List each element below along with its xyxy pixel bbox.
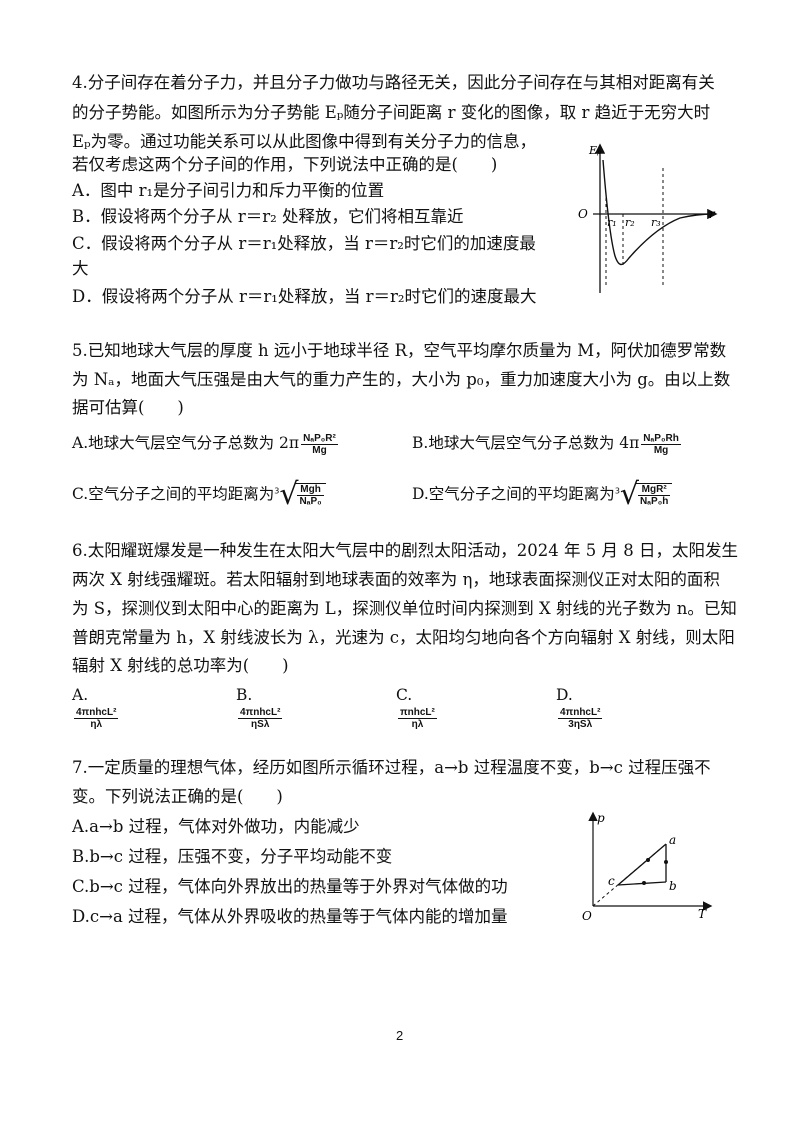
q4-option-a: A．图中 r₁是分子间引力和斥力平衡的位置 [72, 181, 385, 200]
r1-label: r₁ [607, 216, 617, 229]
q4-option-c-cont: 大 [72, 259, 89, 278]
q4-line-4: 若仅考虑这两个分子间的作用，下列说法中正确的是( ) [72, 155, 498, 174]
q6-line-1: 6.太阳耀斑爆发是一种发生在太阳大气层中的剧烈太阳活动，2024 年 5 月 8… [72, 541, 738, 560]
q7-line-2: 变。下列说法正确的是( ) [72, 787, 283, 806]
q4-line-2: 的分子势能。如图所示为分子势能 Eₚ随分子间距离 r 变化的图像，取 r 趋近于… [72, 103, 711, 122]
process-ca [617, 843, 667, 886]
q6-line-5: 辐射 X 射线的总功率为( ) [72, 656, 289, 675]
y-axis-label: Eₚ [588, 144, 602, 157]
o-label: O [582, 909, 592, 923]
q4-option-b: B．假设将两个分子从 r＝r₂ 处释放，它们将相互靠近 [72, 207, 464, 226]
q6-line-4: 普朗克常量为 h，X 射线波长为 λ，光速为 c，太阳均匀地向各个方向辐射 X … [72, 628, 735, 647]
q7-option-c: C.b→c 过程，气体向外界放出的热量等于外界对气体做的功 [72, 877, 508, 896]
c-label: c [608, 874, 615, 888]
r3-label: r₃ [651, 216, 661, 229]
page-number: 2 [396, 1028, 404, 1043]
potential-energy-graph: Eₚ O r r₁ r₂ r₃ [578, 143, 718, 293]
origin-label: O [578, 207, 588, 221]
potential-curve [602, 159, 714, 266]
q4-line-3: Eₚ为零。通过功能关系可以从此图像中得到有关分子力的信息， [72, 132, 537, 151]
q6-line-2: 两次 X 射线强耀斑。若太阳辐射到地球表面的效率为 η，地球表面探测仪正对太阳的… [72, 570, 720, 589]
a-label: a [669, 833, 676, 847]
q7-line-1: 7.一定质量的理想气体，经历如图所示循环过程，a→b 过程温度不变，b→c 过程… [72, 758, 711, 777]
t-label: T [698, 907, 707, 921]
q5-line-3: 据可估算( ) [72, 398, 184, 417]
q7-option-b: B.b→c 过程，压强不变，分子平均动能不变 [72, 847, 393, 866]
q7-option-a: A.a→b 过程，气体对外做功，内能减少 [72, 817, 360, 836]
q4-line-1: 4.分子间存在着分子力，并且分子力做功与路径无关，因此分子间存在与其相对距离有关 [72, 73, 715, 92]
q5-line-1: 5.已知地球大气层的厚度 h 远小于地球半径 R，空气平均摩尔质量为 M，阿伏加… [72, 341, 727, 360]
q4-option-c: C．假设将两个分子从 r＝r₁处释放，当 r＝r₂时它们的加速度最 [72, 234, 536, 253]
r2-label: r₂ [625, 216, 635, 229]
process-bc [617, 881, 667, 886]
pt-cycle-graph: p T O a b c [582, 811, 713, 923]
x-axis-label: r [709, 207, 716, 221]
q5-line-2: 为 Nₐ，地面大气压强是由大气的重力产生的，大小为 p₀，重力加速度大小为 g。… [72, 370, 731, 389]
q6-line-3: 为 S，探测仪到太阳中心的距离为 L，探测仪单位时间内探测到 X 射线的光子数为… [72, 599, 737, 618]
q7-option-d: D.c→a 过程，气体从外界吸收的热量等于气体内能的增加量 [72, 907, 508, 926]
p-label: p [597, 811, 605, 825]
b-label: b [669, 879, 677, 893]
q4-option-d: D．假设将两个分子从 r＝r₁处释放，当 r＝r₂时它们的速度最大 [72, 287, 537, 306]
